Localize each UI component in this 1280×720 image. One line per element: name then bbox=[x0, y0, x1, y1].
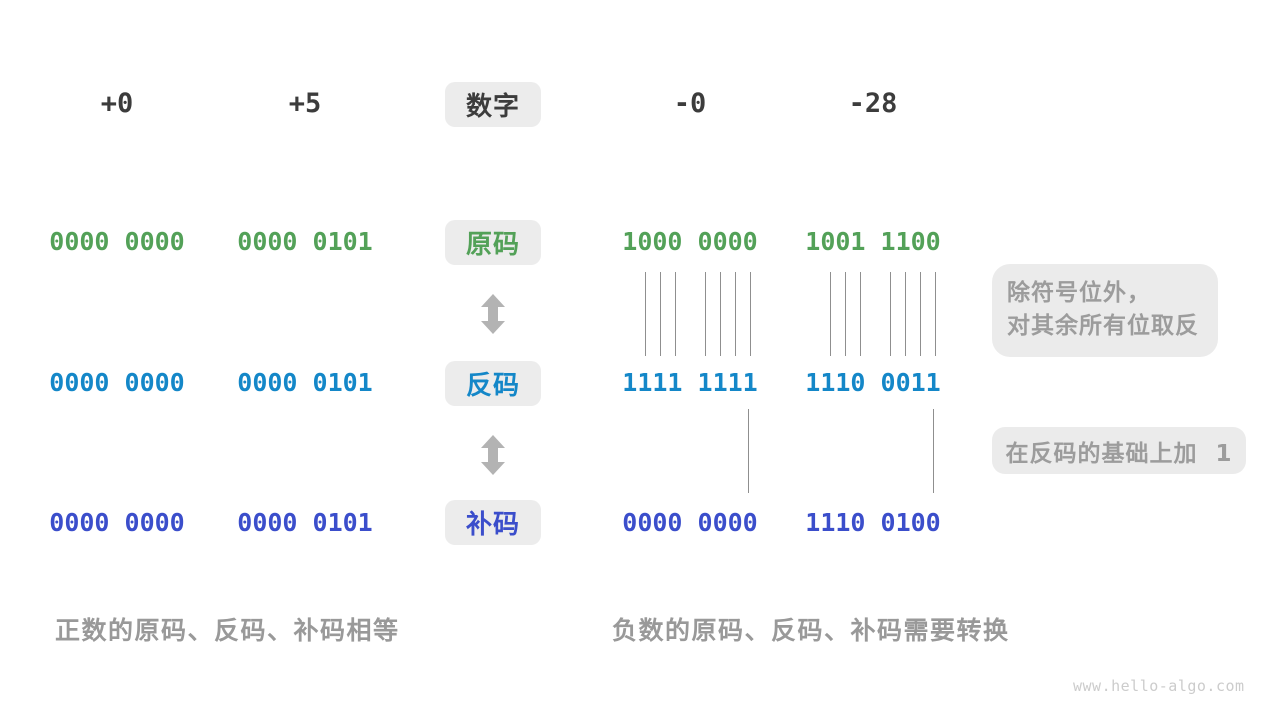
bit-invert-line bbox=[890, 272, 891, 356]
ones-complement-minus-28: 1110 0011 bbox=[805, 368, 941, 397]
bit-invert-line bbox=[720, 272, 721, 356]
tag-ones-complement: 反码 bbox=[445, 361, 541, 406]
number-plus-zero: +0 bbox=[100, 88, 134, 119]
bit-invert-line bbox=[675, 272, 676, 356]
number-minus-zero: -0 bbox=[673, 88, 707, 119]
number-minus-28: -28 bbox=[848, 88, 898, 119]
twos-complement-plus-zero: 0000 0000 bbox=[49, 508, 185, 537]
note-invert-bits: 除符号位外， 对其余所有位取反 bbox=[992, 264, 1218, 357]
add-one-line bbox=[748, 409, 749, 493]
tag-number: 数字 bbox=[445, 82, 541, 127]
bit-invert-line bbox=[860, 272, 861, 356]
twos-complement-plus-five: 0000 0101 bbox=[237, 508, 373, 537]
bit-invert-line bbox=[735, 272, 736, 356]
bit-invert-line bbox=[920, 272, 921, 356]
ones-complement-plus-five: 0000 0101 bbox=[237, 368, 373, 397]
bit-invert-line bbox=[905, 272, 906, 356]
sign-magnitude-plus-five: 0000 0101 bbox=[237, 227, 373, 256]
caption-positive-numbers: 正数的原码、反码、补码相等 bbox=[55, 616, 400, 645]
note-invert-line2: 对其余所有位取反 bbox=[1007, 313, 1199, 339]
caption-negative-numbers: 负数的原码、反码、补码需要转换 bbox=[612, 616, 1010, 645]
bit-invert-line bbox=[705, 272, 706, 356]
ones-complement-minus-zero: 1111 1111 bbox=[622, 368, 758, 397]
tag-twos-complement: 补码 bbox=[445, 500, 541, 545]
tag-sign-magnitude: 原码 bbox=[445, 220, 541, 265]
bit-invert-line bbox=[935, 272, 936, 356]
number-plus-five: +5 bbox=[288, 88, 322, 119]
ones-complement-plus-zero: 0000 0000 bbox=[49, 368, 185, 397]
updown-arrow-icon bbox=[481, 294, 505, 334]
twos-complement-minus-zero: 0000 0000 bbox=[622, 508, 758, 537]
note-invert-line1: 除符号位外， bbox=[1007, 280, 1151, 306]
bit-invert-line bbox=[645, 272, 646, 356]
bit-invert-line bbox=[660, 272, 661, 356]
sign-magnitude-minus-zero: 1000 0000 bbox=[622, 227, 758, 256]
bit-invert-line bbox=[830, 272, 831, 356]
add-one-line bbox=[933, 409, 934, 493]
twos-complement-minus-28: 1110 0100 bbox=[805, 508, 941, 537]
bit-invert-line bbox=[750, 272, 751, 356]
sign-magnitude-minus-28: 1001 1100 bbox=[805, 227, 941, 256]
sign-magnitude-plus-zero: 0000 0000 bbox=[49, 227, 185, 256]
note-add-one: 在反码的基础上加 1 bbox=[992, 427, 1246, 474]
watermark-url: www.hello-algo.com bbox=[1073, 677, 1245, 695]
bit-invert-line bbox=[845, 272, 846, 356]
updown-arrow-icon bbox=[481, 435, 505, 475]
